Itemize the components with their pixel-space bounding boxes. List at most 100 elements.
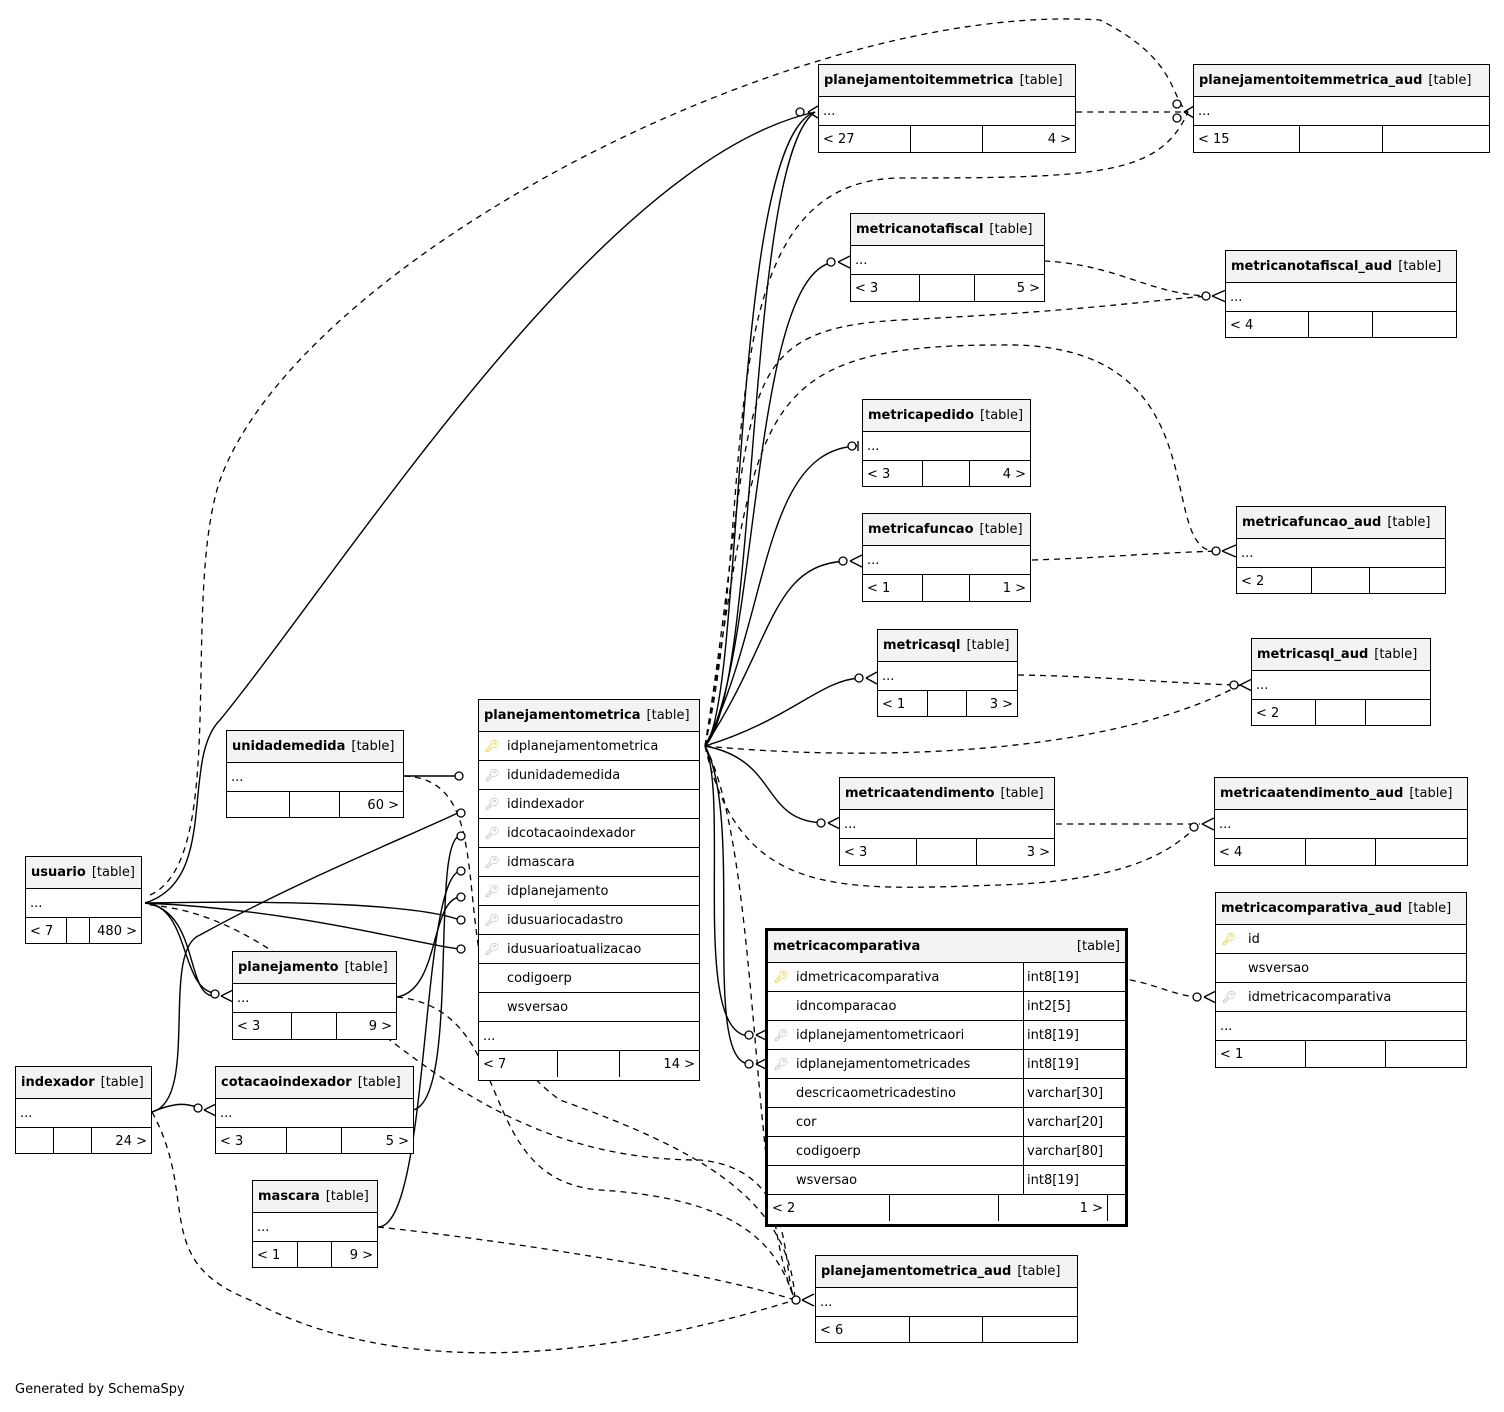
- children-count[interactable]: 3 >: [1026, 844, 1050, 860]
- parents-count[interactable]: < 7: [26, 918, 68, 944]
- table-footer: < 1 9 >: [253, 1242, 377, 1268]
- table-unidademedida[interactable]: unidademedida[table] ... 60 >: [226, 730, 404, 818]
- parents-count[interactable]: < 6: [816, 1317, 910, 1343]
- children-count[interactable]: 5 >: [385, 1133, 409, 1149]
- parents-count[interactable]: < 3: [863, 461, 924, 487]
- column-row[interactable]: 🔑︎idplanejamento: [479, 877, 699, 906]
- parents-count[interactable]: < 3: [233, 1013, 292, 1039]
- children-count[interactable]: [983, 1317, 1077, 1343]
- primary-key-icon: 🔑︎: [1221, 932, 1237, 946]
- column-row[interactable]: codigoerp: [479, 964, 699, 993]
- children-count[interactable]: [1366, 700, 1430, 726]
- parents-count[interactable]: < 27: [819, 126, 912, 152]
- children-count[interactable]: 1 >: [1079, 1200, 1103, 1216]
- children-count[interactable]: 9 >: [368, 1018, 392, 1034]
- parents-count[interactable]: < 2: [1252, 700, 1317, 726]
- parents-count[interactable]: < 1: [863, 575, 924, 601]
- column-row[interactable]: 🔑︎idcotacaoindexador: [479, 819, 699, 848]
- parents-count[interactable]: < 3: [216, 1128, 287, 1154]
- parents-count[interactable]: < 1: [878, 691, 929, 717]
- column-row[interactable]: wsversao: [1216, 954, 1466, 983]
- table-name: planejamentometrica: [484, 708, 641, 723]
- table-metricafuncao-aud[interactable]: metricafuncao_aud[table] ... < 2: [1236, 506, 1446, 594]
- children-count[interactable]: 4 >: [1047, 131, 1071, 147]
- children-count[interactable]: [1383, 126, 1489, 152]
- table-metricaatendimento-aud[interactable]: metricaatendimento_aud[table] ... < 4: [1214, 777, 1468, 866]
- table-indexador[interactable]: indexador[table] ... 24 >: [15, 1066, 152, 1154]
- parents-count[interactable]: < 3: [840, 839, 918, 865]
- cardinality-marker: [744, 1059, 754, 1069]
- column-row[interactable]: 🔑︎idmascara: [479, 848, 699, 877]
- parents-count[interactable]: < 1: [253, 1242, 298, 1268]
- column-row[interactable]: 🔑︎id: [1216, 925, 1466, 954]
- edge-pm-aud: [704, 745, 796, 1301]
- parents-count[interactable]: < 15: [1194, 126, 1301, 152]
- parents-count[interactable]: < 7: [479, 1051, 559, 1077]
- table-planejamentoitemmetrica-aud[interactable]: planejamentoitemmetrica_aud[table] ... <…: [1193, 64, 1490, 153]
- children-count[interactable]: [1373, 312, 1456, 338]
- children-count[interactable]: [1386, 1041, 1466, 1067]
- parents-count[interactable]: [227, 792, 291, 818]
- children-count[interactable]: 9 >: [349, 1247, 373, 1263]
- table-metricacomparativa-aud[interactable]: metricacomparativa_aud[table] 🔑︎id wsver…: [1215, 892, 1467, 1068]
- foreign-key-icon: 🔑︎: [484, 826, 500, 840]
- column-name: idusuarioatualizacao: [507, 941, 642, 957]
- children-count[interactable]: 5 >: [1016, 280, 1040, 296]
- parents-count[interactable]: < 1: [1216, 1041, 1306, 1067]
- column-row[interactable]: 🔑︎idusuarioatualizacao: [479, 935, 699, 964]
- column-row[interactable]: 🔑︎idusuariocadastro: [479, 906, 699, 935]
- column-row[interactable]: 🔑︎idmetricacomparativa: [1216, 983, 1466, 1012]
- children-count[interactable]: 60 >: [367, 797, 399, 813]
- column-name: idncomparacao: [796, 998, 897, 1014]
- table-name: planejamentoitemmetrica: [824, 73, 1014, 88]
- children-count[interactable]: 3 >: [989, 696, 1013, 712]
- edge-usuario-pm-atu: [144, 902, 461, 950]
- parents-count[interactable]: < 2: [1237, 568, 1312, 594]
- parents-count[interactable]: [16, 1128, 54, 1154]
- collapsed-columns: ...: [216, 1099, 413, 1128]
- column-row[interactable]: 🔑︎idunidademedida: [479, 761, 699, 790]
- children-count[interactable]: 1 >: [1002, 580, 1026, 596]
- collapsed-columns: ...: [819, 97, 1075, 126]
- column-name: idusuariocadastro: [507, 912, 624, 928]
- table-name: metricasql_aud: [1257, 647, 1369, 662]
- children-count[interactable]: 4 >: [1002, 466, 1026, 482]
- table-metricanotafiscal-aud[interactable]: metricanotafiscal_aud[table] ... < 4: [1225, 250, 1457, 338]
- children-count[interactable]: 480 >: [97, 923, 137, 939]
- edge-indexador-pm: [151, 811, 461, 1113]
- table-metricasql-aud[interactable]: metricasql_aud[table] ... < 2: [1251, 638, 1431, 726]
- parents-count[interactable]: < 4: [1215, 839, 1306, 865]
- parents-count[interactable]: < 3: [851, 275, 921, 301]
- parents-count[interactable]: < 4: [1226, 312, 1309, 338]
- column-row[interactable]: 🔑︎idplanejamentometrica: [479, 732, 699, 761]
- table-metricacomparativa[interactable]: metricacomparativa[table] 🔑︎idmetricacom…: [765, 928, 1128, 1227]
- children-count[interactable]: 14 >: [663, 1056, 695, 1072]
- children-count[interactable]: 24 >: [115, 1133, 147, 1149]
- parents-count[interactable]: < 2: [768, 1195, 891, 1221]
- column-row[interactable]: 🔑︎idindexador: [479, 790, 699, 819]
- column-row[interactable]: wsversao: [479, 993, 699, 1022]
- column-name: idplanejamentometricades: [796, 1056, 971, 1072]
- table-planejamentometrica[interactable]: planejamentometrica[table] 🔑︎idplanejame…: [478, 699, 700, 1081]
- children-count[interactable]: [1376, 839, 1467, 865]
- table-planejamentometrica-aud[interactable]: planejamentometrica_aud[table] ... < 6: [815, 1255, 1078, 1343]
- children-count[interactable]: [1370, 568, 1445, 594]
